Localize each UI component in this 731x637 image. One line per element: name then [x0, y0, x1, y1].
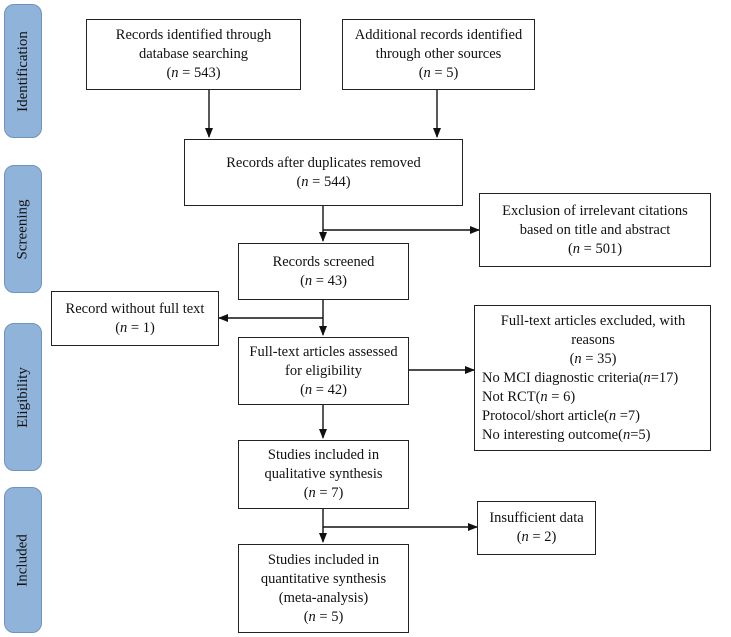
box-quantitative-synthesis: Studies included in quantitative synthes… — [238, 544, 409, 633]
duplicates-line1: Records after duplicates removed — [226, 154, 421, 171]
box-other-sources: Additional records identified through ot… — [342, 19, 535, 90]
box-database-searching: Records identified through database sear… — [86, 19, 301, 90]
qualitative-line2: qualitative synthesis — [264, 466, 383, 482]
phase-screening: Screening — [4, 165, 42, 293]
phase-included: Included — [4, 487, 42, 633]
other-sources-line2: through other sources — [375, 46, 502, 62]
other-sources-line1: Additional records identified — [354, 27, 523, 43]
box-no-full-text: Record without full text (n = 1) — [51, 291, 219, 346]
fulltext-excluded-count: (n = 35) — [569, 350, 617, 367]
box-insufficient-data: Insufficient data (n = 2) — [477, 501, 596, 555]
db-search-count: (n = 543) — [166, 65, 221, 81]
box-records-screened: Records screened (n = 43) — [238, 243, 409, 300]
phase-identification: Identification — [4, 4, 42, 138]
exclusion-reason-no-mci: No MCI diagnostic criteria(n=17) — [482, 369, 679, 386]
exclusion-reason-no-outcome: No interesting outcome(n=5) — [482, 426, 651, 443]
quantitative-count: (n = 5) — [303, 608, 344, 625]
exclusion-reason-not-rct: Not RCT(n = 6) — [482, 388, 576, 405]
fulltext-excluded-line1: Full-text articles excluded, with — [500, 312, 686, 329]
irrelevant-line1: Exclusion of irrelevant citations — [502, 202, 688, 219]
duplicates-count: (n = 544) — [296, 173, 351, 190]
box-fulltext-excluded: Full-text articles excluded, with reason… — [474, 305, 711, 451]
no-full-text-count: (n = 1) — [115, 319, 155, 336]
insufficient-count: (n = 2) — [516, 529, 557, 545]
quantitative-line3: (meta-analysis) — [278, 589, 369, 606]
quantitative-line2: quantitative synthesis — [260, 570, 387, 587]
db-search-line2: database searching — [138, 46, 249, 62]
screened-line1: Records screened — [272, 253, 375, 270]
box-irrelevant-excluded: Exclusion of irrelevant citations based … — [479, 193, 711, 267]
phase-eligibility: Eligibility — [4, 323, 42, 471]
fulltext-assessed-line2: for eligibility — [285, 362, 362, 379]
box-duplicates-removed: Records after duplicates removed (n = 54… — [184, 139, 463, 206]
other-sources-count: (n = 5) — [418, 65, 459, 81]
box-fulltext-assessed: Full-text articles assessed for eligibil… — [238, 337, 409, 405]
irrelevant-line2: based on title and abstract — [519, 221, 671, 238]
quantitative-line1: Studies included in — [267, 551, 380, 568]
qualitative-count: (n = 7) — [303, 485, 344, 501]
insufficient-line1: Insufficient data — [489, 510, 584, 526]
fulltext-assessed-count: (n = 42) — [300, 381, 347, 398]
screened-count: (n = 43) — [300, 272, 347, 289]
box-qualitative-synthesis: Studies included in qualitative synthesi… — [238, 440, 409, 509]
exclusion-reason-protocol: Protocol/short article(n =7) — [482, 407, 641, 424]
irrelevant-count: (n = 501) — [567, 240, 623, 257]
db-search-line1: Records identified through — [115, 27, 272, 43]
fulltext-excluded-line2: reasons — [571, 331, 615, 348]
qualitative-line1: Studies included in — [267, 447, 380, 463]
no-full-text-line1: Record without full text — [65, 300, 205, 317]
fulltext-assessed-line1: Full-text articles assessed — [249, 343, 398, 360]
